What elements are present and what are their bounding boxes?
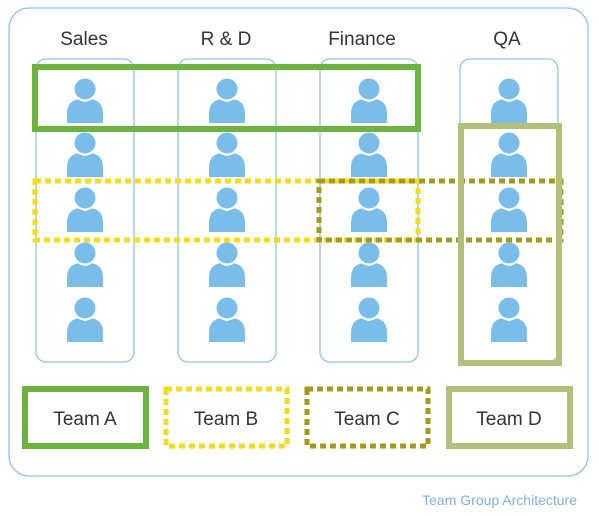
team-a-group: [32, 64, 421, 132]
person-icon: [351, 76, 387, 123]
person-icon: [67, 295, 103, 342]
dept-column-rnd: [177, 58, 277, 363]
legend-team-c-box: [304, 386, 431, 449]
legend-team-d-box: [446, 386, 573, 449]
person-icon: [351, 130, 387, 177]
person-icon: [351, 240, 387, 287]
legend-team-b-label: Team B: [194, 409, 258, 430]
person-icon: [209, 76, 245, 123]
person-icon: [491, 130, 527, 177]
dept-label-sales: Sales: [60, 29, 108, 50]
dept-label-qa: QA: [493, 29, 521, 50]
legend-team-b-box: [163, 386, 290, 449]
person-icon: [209, 295, 245, 342]
team-d-group: [458, 123, 562, 366]
legend-team-c-label: Team C: [334, 409, 399, 430]
person-icon: [67, 240, 103, 287]
person-icon: [491, 76, 527, 123]
diagram-caption: Team Group Architecture: [422, 492, 577, 508]
person-icon: [491, 185, 527, 232]
legend-team-a-label: Team A: [53, 409, 117, 430]
person-icon: [491, 240, 527, 287]
person-icon: [351, 295, 387, 342]
person-icon: [209, 185, 245, 232]
dept-label-finance: Finance: [328, 29, 396, 50]
people-layer: [67, 76, 527, 342]
person-icon: [491, 295, 527, 342]
person-icon: [209, 240, 245, 287]
person-icon: [209, 130, 245, 177]
outer-frame: [8, 7, 589, 477]
person-icon: [67, 185, 103, 232]
person-icon: [67, 130, 103, 177]
dept-label-rnd: R & D: [201, 29, 252, 50]
person-icon: [67, 76, 103, 123]
legend-team-d-label: Team D: [476, 409, 541, 430]
team-b-group: [32, 178, 421, 243]
legend-team-a-box: [22, 386, 149, 449]
person-icon: [351, 185, 387, 232]
